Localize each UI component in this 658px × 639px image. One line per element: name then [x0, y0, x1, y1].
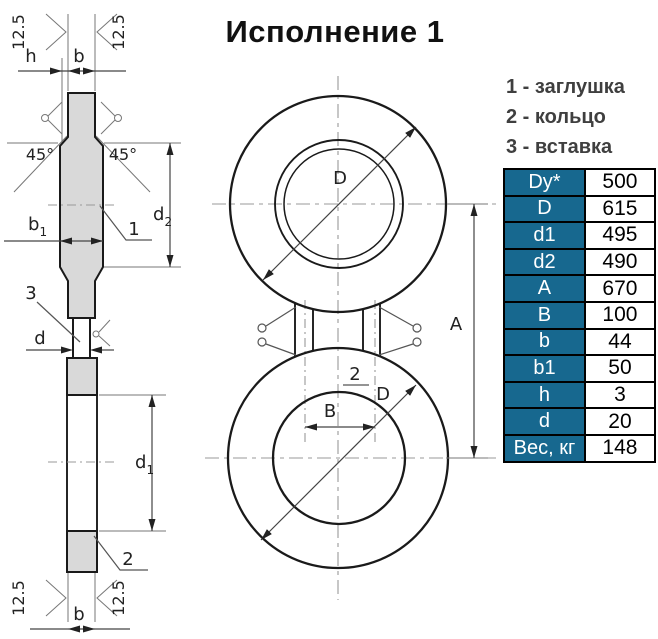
roughness-label: 12.5: [9, 580, 28, 616]
table-row: Dy*500: [503, 168, 657, 197]
chamfer-angle-label: 45°: [26, 145, 54, 164]
roughness-label: 12.5: [109, 580, 128, 616]
value-cell: 50: [583, 354, 657, 383]
roughness-label: 12.5: [109, 14, 128, 50]
param-cell: d2: [503, 247, 586, 277]
part1-label: 1: [128, 219, 139, 240]
param-cell: Dy*: [503, 168, 586, 197]
param-cell: d: [503, 407, 586, 436]
param-cell: A: [503, 274, 586, 303]
dim-b-label: b: [73, 604, 84, 625]
value-cell: 100: [583, 300, 657, 330]
param-cell: B: [503, 300, 586, 330]
dim-d2-label: d2: [153, 204, 172, 229]
dim-d1-label: d1: [135, 452, 154, 477]
value-cell: 3: [583, 380, 657, 410]
legend-item: 2 - кольцо: [506, 106, 606, 128]
dim-b1-label: b1: [28, 214, 47, 239]
value-cell: 44: [583, 327, 657, 357]
dim-b-label: b: [73, 46, 84, 67]
chamfer-angle-label: 45°: [109, 145, 137, 164]
value-cell: 615: [583, 194, 657, 224]
dim-d-label: d: [34, 328, 45, 349]
part3-label: 3: [25, 283, 36, 304]
dim-D-label: D: [333, 168, 347, 189]
param-cell: b: [503, 327, 586, 357]
part2-label: 2: [122, 549, 133, 570]
roughness-label: 12.5: [9, 14, 28, 50]
param-cell: h: [503, 380, 586, 410]
dim-h-label: h: [25, 46, 36, 67]
technical-drawing: 12.5 12.5 12.5 12.5 h b 45° 45° b1 d2 d1…: [4, 13, 496, 633]
side-view: 12.5 12.5 12.5 12.5 h b 45° 45° b1 d2 d1…: [4, 13, 181, 633]
part2-label: 2: [349, 364, 360, 385]
value-cell: 148: [583, 433, 657, 463]
front-view: D D B A 2: [205, 76, 496, 600]
param-cell: Вес, кг: [503, 433, 586, 463]
parts-legend: 1 - заглушка 2 - кольцо 3 - вставка: [506, 72, 656, 162]
value-cell: 500: [583, 168, 657, 197]
ring-outer-circle: [228, 94, 448, 314]
param-cell: d1: [503, 221, 586, 250]
param-cell: D: [503, 194, 586, 224]
roughness-mark-icon: [41, 13, 122, 617]
grip-tab-icon: [257, 306, 422, 356]
page-title: Исполнение 1: [225, 14, 445, 49]
dim-B-label: B: [324, 401, 336, 422]
value-cell: 20: [583, 407, 657, 436]
ring-top-flange: [66, 357, 98, 396]
value-cell: 495: [583, 221, 657, 250]
value-cell: 670: [583, 274, 657, 303]
legend-item: 1 - заглушка: [506, 76, 625, 98]
dim-D-label: D: [376, 384, 390, 405]
param-cell: b1: [503, 354, 586, 383]
ring-bottom-flange: [66, 530, 98, 573]
value-cell: 490: [583, 247, 657, 277]
dim-A-label: A: [450, 314, 463, 335]
legend-item: 3 - вставка: [506, 136, 613, 158]
